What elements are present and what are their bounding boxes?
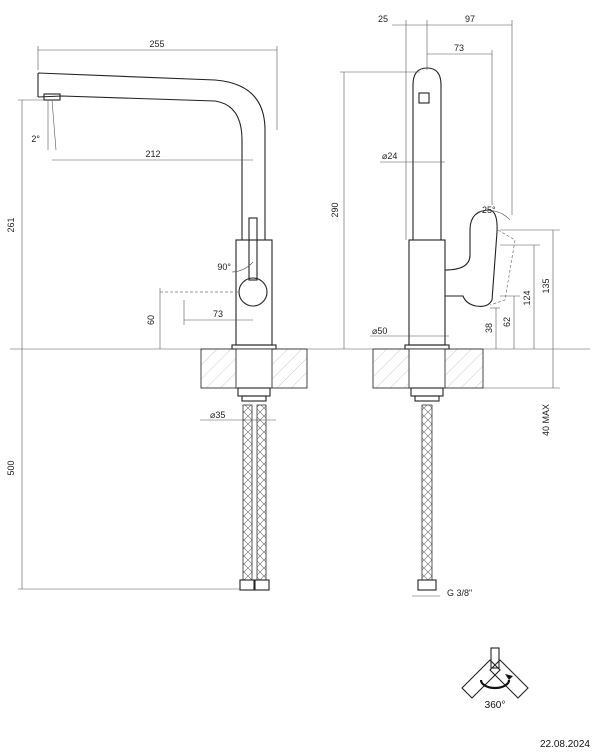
dim-38: 38	[484, 323, 494, 333]
hose-side	[421, 404, 433, 581]
dim-lever-angle: 90°	[217, 262, 231, 272]
dim-offset: 25	[378, 14, 388, 24]
rotation-arm-left	[461, 659, 501, 699]
hose-fitting-left	[239, 579, 255, 591]
dim-hose-length: 500	[6, 460, 16, 475]
dim-135: 135	[541, 278, 551, 293]
dim-lever-swing: 73	[213, 309, 223, 319]
spout-top-outline	[37, 72, 266, 240]
dim-lever-angle-side: 25°	[482, 205, 496, 215]
rotation-spout	[490, 647, 500, 669]
mounting-washer	[241, 395, 267, 402]
rotation-arrow-icon	[479, 679, 511, 690]
drawing-date: 22.08.2024	[540, 739, 590, 750]
base-ring	[231, 344, 277, 350]
rotation-arm-right	[489, 659, 529, 699]
lever-knob	[238, 277, 268, 307]
mounting-hole-side	[408, 348, 446, 389]
base-ring-side	[404, 344, 450, 350]
dim-thread: G 3/8"	[447, 588, 472, 598]
front-view: 255 2° 212 261 90° 73 60 ⌀35 500	[6, 39, 308, 591]
lever-handle	[248, 217, 258, 281]
spout-bottom-outline	[37, 95, 243, 240]
dim-spout-length: 255	[149, 39, 164, 49]
mounting-washer-side	[414, 395, 440, 402]
side-view: 25 97 73 290 ⌀24 25° ⌀50 38 62 124 135	[330, 14, 560, 598]
dim-max-thickness: 40 MAX	[541, 404, 551, 436]
hose-fitting-side	[417, 579, 437, 591]
dim-height-side: 290	[330, 202, 340, 217]
dim-spout-angle: 2°	[31, 134, 40, 144]
dim-spout-reach: 212	[145, 149, 160, 159]
tap-body-side	[408, 239, 446, 346]
dim-height: 261	[6, 217, 16, 232]
mounting-nut	[237, 387, 271, 397]
dim-total-width: 97	[465, 14, 475, 24]
hose-left	[242, 404, 253, 581]
dim-spout-diameter: ⌀24	[382, 151, 397, 161]
lever-side	[444, 209, 498, 307]
rotation-label: 360°	[485, 700, 506, 711]
rotation-symbol: 360°	[461, 647, 529, 711]
dim-width: 73	[454, 43, 464, 53]
mounting-nut-side	[410, 387, 444, 397]
dim-hole: ⌀35	[210, 410, 225, 420]
rotation-arrowhead-icon	[505, 674, 513, 680]
hose-right	[256, 404, 267, 581]
mounting-hole-front	[235, 348, 273, 389]
lever-open-position	[489, 229, 516, 306]
spout-side-outline	[412, 67, 442, 240]
dim-body-diameter: ⌀50	[372, 326, 387, 336]
dim-lever-height: 60	[146, 315, 156, 325]
aerator-side	[418, 92, 430, 104]
hose-fitting-right	[254, 579, 270, 591]
dim-124: 124	[522, 290, 532, 305]
dim-62: 62	[502, 317, 512, 327]
